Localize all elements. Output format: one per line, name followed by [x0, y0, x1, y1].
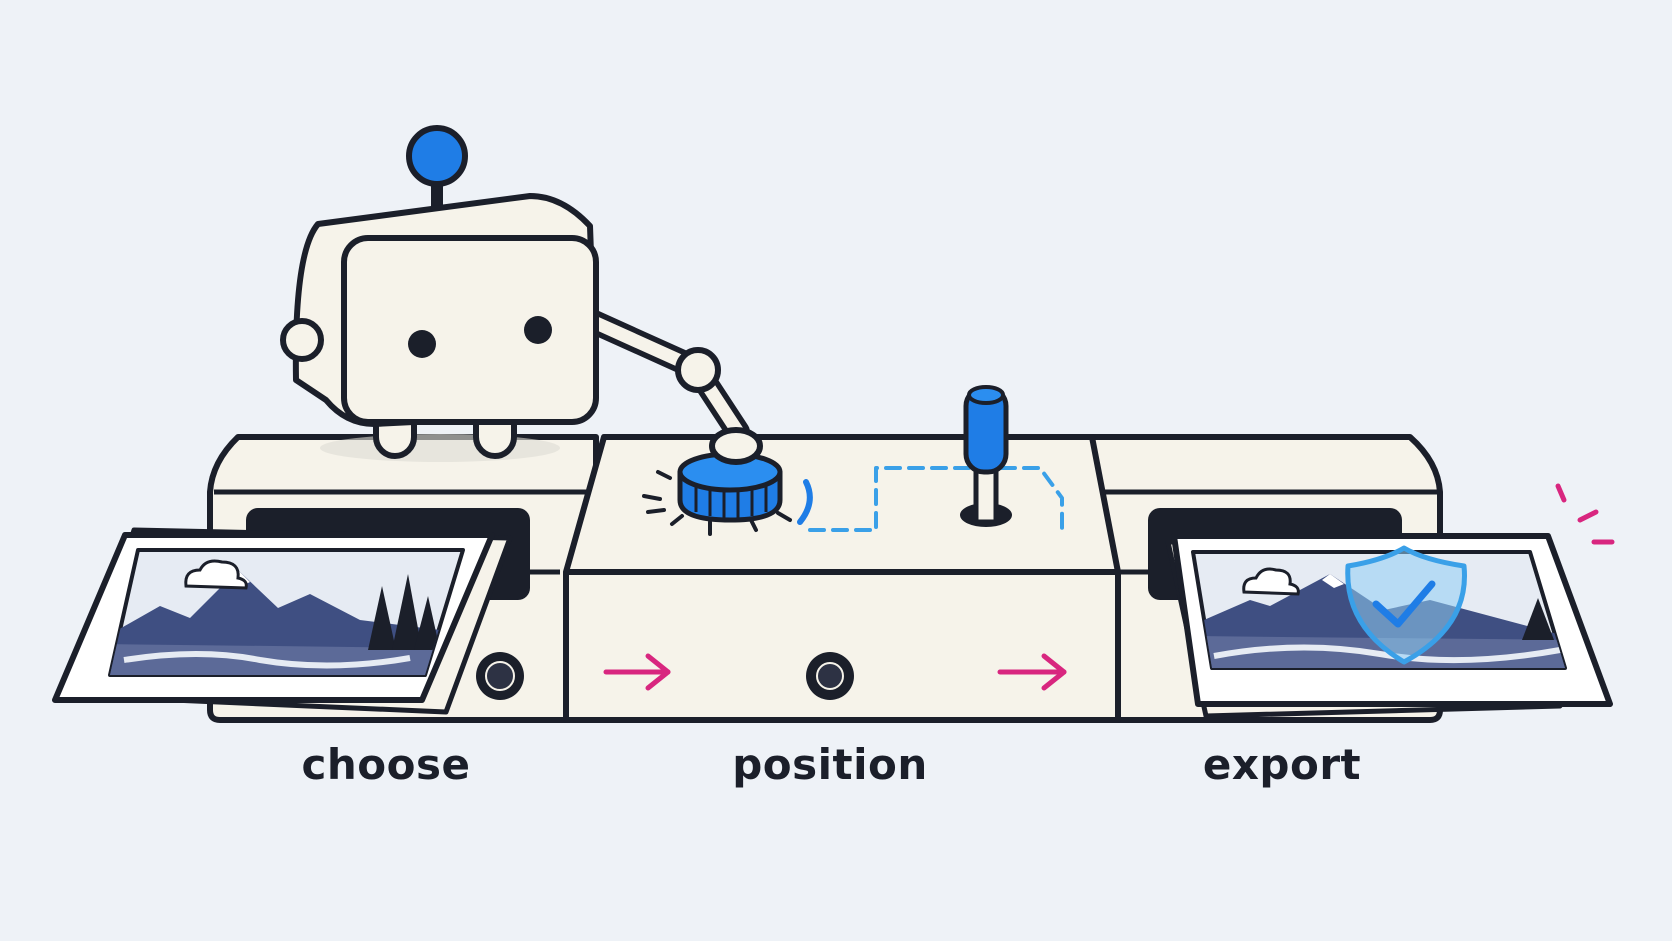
arrow-right-icon [603, 653, 671, 691]
dial-knob-icon[interactable] [642, 451, 813, 536]
robot-arm [582, 310, 763, 465]
robot-eye [408, 330, 436, 358]
robot-icon [280, 125, 763, 465]
robot-body [280, 193, 599, 427]
robot-ear [280, 318, 324, 362]
shield-check-icon [1345, 545, 1467, 665]
center-button[interactable] [806, 652, 854, 700]
step-label-position: position [732, 740, 928, 789]
step-label-export: export [1202, 740, 1362, 789]
left-button[interactable] [476, 652, 524, 700]
step-label-choose: choose [301, 740, 471, 789]
robot-antenna [406, 125, 468, 224]
guide-path [808, 466, 1064, 538]
middle-module [563, 434, 1121, 723]
photo-card-icon [1165, 533, 1613, 719]
arrow-right-icon [997, 653, 1067, 691]
photo-card-icon [52, 527, 513, 715]
spark-icon [1555, 483, 1615, 545]
robot-eye [524, 316, 552, 344]
joystick-icon[interactable] [960, 385, 1012, 527]
